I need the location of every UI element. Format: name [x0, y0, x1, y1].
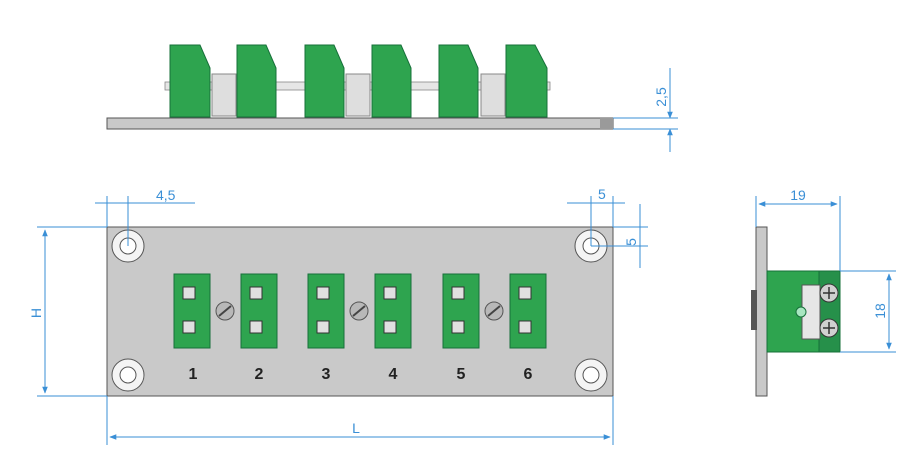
channel-number-3: 3 — [322, 366, 331, 383]
channel-number-6: 6 — [524, 366, 533, 383]
top-connector-6 — [505, 44, 548, 118]
side-plate-bump — [751, 290, 757, 330]
side-plate — [755, 226, 768, 397]
spacer-1 — [211, 73, 237, 117]
front-connector-4 — [374, 273, 412, 349]
dim-height-label: H — [28, 308, 44, 318]
top-plate — [106, 117, 614, 130]
channel-number-2: 2 — [255, 366, 264, 383]
side-connector-head — [818, 270, 841, 353]
top-connector-5 — [438, 44, 479, 118]
front-connector-1 — [173, 273, 211, 349]
dim-length-label: L — [352, 420, 360, 436]
channel-number-4: 4 — [389, 366, 398, 383]
side-screw-bottom — [819, 318, 839, 338]
channel-number-5: 5 — [457, 366, 466, 383]
front-connector-3 — [307, 273, 345, 349]
top-connector-2 — [236, 44, 277, 118]
top-plate-end-shade — [600, 118, 613, 129]
top-connector-3 — [304, 44, 345, 118]
screw-3 — [484, 301, 504, 321]
top-connector-4 — [371, 44, 412, 118]
front-connector-2 — [240, 273, 278, 349]
side-indicator-dot — [795, 306, 807, 318]
top-connector-1 — [169, 44, 211, 118]
side-screw-top — [819, 283, 839, 303]
spacer-3 — [480, 73, 506, 117]
channel-number-1: 1 — [189, 366, 198, 383]
dim-hole-right-y-label: 5 — [623, 238, 639, 246]
front-connector-5 — [442, 273, 480, 349]
mounting-hole-bottom-left — [111, 358, 145, 392]
dim-depth-label: 19 — [790, 187, 806, 203]
front-connector-6 — [509, 273, 547, 349]
screw-1 — [215, 301, 235, 321]
spacer-2 — [345, 73, 371, 117]
dim-side-height-label: 18 — [872, 303, 888, 319]
mounting-hole-bottom-right — [574, 358, 608, 392]
screw-2 — [349, 301, 369, 321]
top-view: 2,5 — [106, 44, 678, 152]
front-view: 1 2 3 4 5 6 4,5 5 5 H L — [28, 186, 648, 445]
dim-hole-right-x-label: 5 — [598, 186, 606, 202]
dim-hole-left-label: 4,5 — [156, 187, 176, 203]
dim-thickness-label: 2,5 — [653, 87, 669, 107]
side-view: 19 18 — [751, 187, 896, 397]
